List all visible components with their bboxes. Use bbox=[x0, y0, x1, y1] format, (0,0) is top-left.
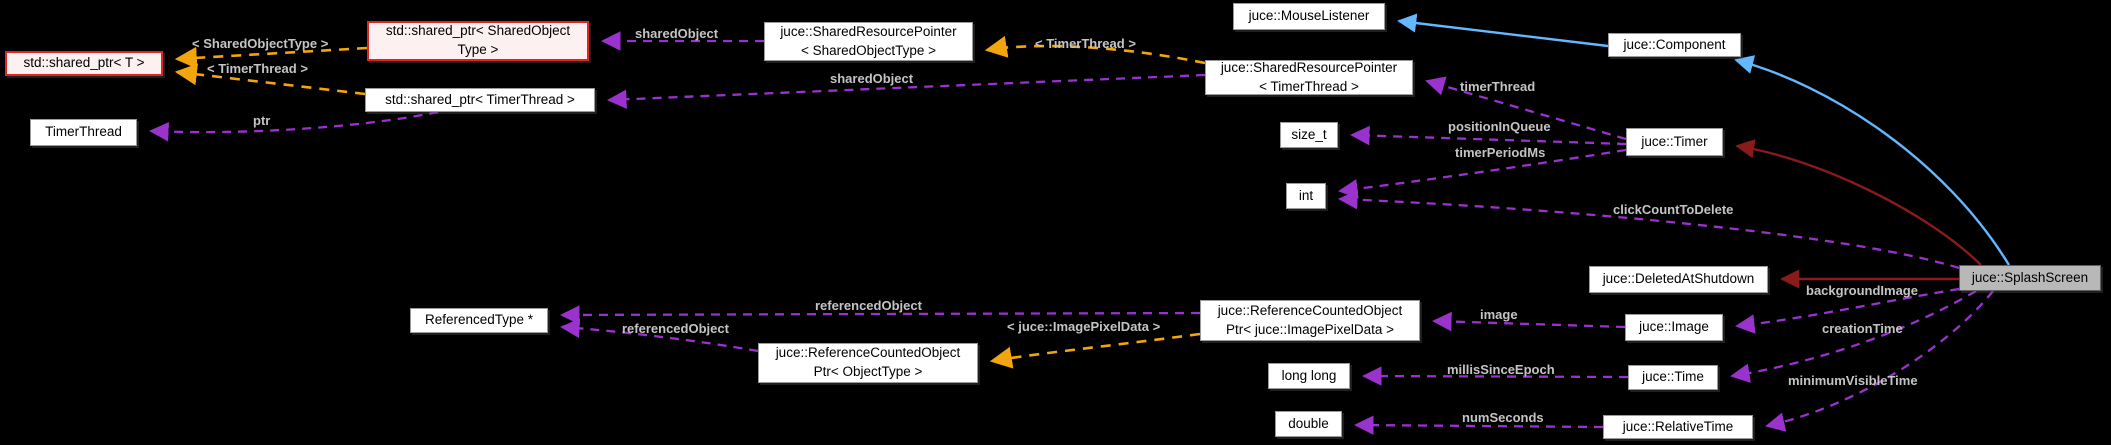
node-sharedresourcepointer-timerthread[interactable]: juce::SharedResourcePointer < TimerThrea… bbox=[1205, 60, 1413, 95]
edge-label-timerperiodms: timerPeriodMs bbox=[1455, 145, 1546, 160]
edge-millissinceepoch bbox=[1362, 366, 1629, 386]
node-int[interactable]: int bbox=[1286, 183, 1326, 209]
node-mouselistener[interactable]: juce::MouseListener bbox=[1233, 3, 1385, 30]
edge-label-template-timerthread-left: < TimerThread > bbox=[207, 61, 308, 76]
node-std-shared-ptr-sharedobjecttype[interactable]: std::shared_ptr< SharedObject Type > bbox=[367, 21, 589, 61]
edge-label-sharedobject-bottom: sharedObject bbox=[830, 71, 914, 86]
node-splashscreen[interactable]: juce::SplashScreen bbox=[1959, 265, 2101, 291]
edge-numseconds bbox=[1354, 415, 1604, 435]
edge-label-image: image bbox=[1480, 307, 1518, 322]
edge-label-millissinceepoch: millisSinceEpoch bbox=[1447, 362, 1555, 377]
edge-label-timerthread: timerThread bbox=[1460, 79, 1536, 94]
edge-label-referencedobject-upper: referencedObject bbox=[815, 298, 922, 313]
edge-backgroundimage bbox=[1735, 287, 1960, 334]
node-timer[interactable]: juce::Timer bbox=[1626, 128, 1723, 156]
edge-template-timerthread-right bbox=[984, 35, 1206, 65]
node-referencedtype[interactable]: ReferencedType * bbox=[410, 308, 548, 333]
node-time[interactable]: juce::Time bbox=[1628, 365, 1718, 390]
edge-label-ptr: ptr bbox=[253, 113, 271, 128]
node-timerthread[interactable]: TimerThread bbox=[30, 119, 137, 146]
edge-positioninqueue bbox=[1350, 125, 1627, 146]
node-sharedresourcepointer-sharedobjecttype[interactable]: juce::SharedResourcePointer < SharedObje… bbox=[764, 22, 973, 61]
edge-referencedobject-lower bbox=[560, 318, 759, 353]
edge-label-referencedobject-lower: referencedObject bbox=[622, 321, 729, 336]
edge-referencedobject-upper bbox=[560, 305, 1201, 325]
node-referencecountedobjectptr-imagepixeldata[interactable]: juce::ReferenceCountedObject Ptr< juce::… bbox=[1200, 300, 1420, 341]
edge-label-positioninqueue: positionInQueue bbox=[1448, 119, 1551, 134]
edge-label-sharedobject-top: sharedObject bbox=[635, 26, 719, 41]
edge-splashscreen-timer bbox=[1735, 139, 1982, 266]
edge-image bbox=[1432, 311, 1626, 332]
node-std-shared-ptr-t[interactable]: std::shared_ptr< T > bbox=[5, 51, 163, 76]
edge-creationtime bbox=[1730, 290, 1977, 383]
edge-sharedobject-bottom bbox=[607, 73, 1206, 110]
edge-template-timerthread-left bbox=[174, 63, 366, 96]
node-deletedatshutdown[interactable]: juce::DeletedAtShutdown bbox=[1589, 266, 1768, 293]
edge-label-creationtime: creationTime bbox=[1822, 321, 1903, 336]
node-long-long[interactable]: long long bbox=[1268, 363, 1350, 389]
edge-timerthread bbox=[1425, 76, 1627, 141]
edge-ptr bbox=[149, 110, 439, 142]
edge-label-backgroundimage: backgroundImage bbox=[1806, 283, 1918, 298]
edge-component-mouselistener bbox=[1397, 13, 1609, 48]
edge-label-template-timerthread-right: < TimerThread > bbox=[1035, 36, 1136, 51]
edge-template-sharedobjecttype bbox=[174, 46, 368, 69]
node-relativetime[interactable]: juce::RelativeTime bbox=[1603, 415, 1753, 439]
edge-label-numseconds: numSeconds bbox=[1462, 410, 1544, 425]
node-component[interactable]: juce::Component bbox=[1608, 33, 1741, 57]
node-referencecountedobjectptr-objecttype[interactable]: juce::ReferenceCountedObject Ptr< Object… bbox=[758, 343, 978, 383]
edge-label-clickcounttodelete: clickCountToDelete bbox=[1613, 202, 1734, 217]
edge-template-imagepixeldata bbox=[989, 332, 1201, 369]
edge-minimumvisibletime bbox=[1765, 290, 1994, 432]
node-image[interactable]: juce::Image bbox=[1625, 314, 1723, 341]
node-size-t[interactable]: size_t bbox=[1280, 122, 1338, 148]
edge-label-minimumvisibletime: minimumVisibleTime bbox=[1788, 373, 1918, 388]
node-double[interactable]: double bbox=[1275, 411, 1342, 437]
edge-timerperiodms bbox=[1338, 148, 1627, 199]
edge-label-template-imagepixeldata: < juce::ImagePixelData > bbox=[1007, 319, 1161, 334]
edge-splashscreen-component bbox=[1734, 55, 2011, 266]
edge-label-template-sharedobjecttype: < SharedObjectType > bbox=[192, 36, 329, 51]
node-std-shared-ptr-timerthread[interactable]: std::shared_ptr< TimerThread > bbox=[365, 88, 595, 112]
